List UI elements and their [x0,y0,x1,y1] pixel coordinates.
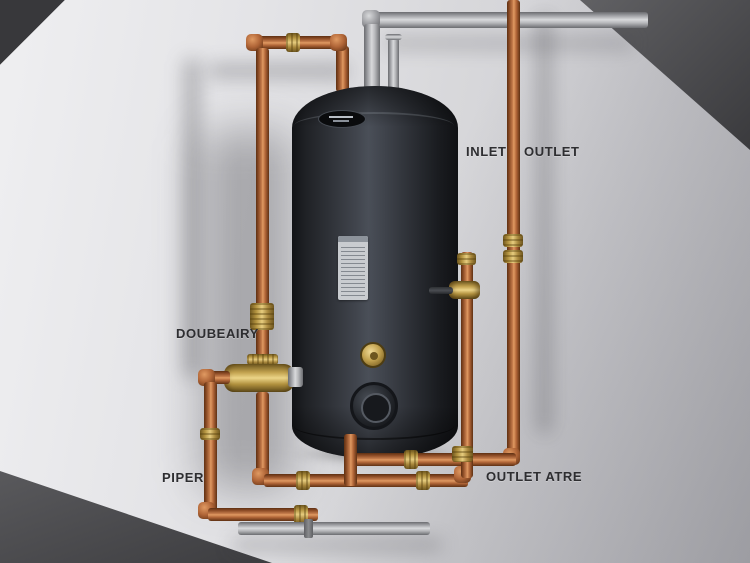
supply-riser-pipe [256,48,269,370]
spec-label-sticker [338,236,368,300]
pipe-shadow-top-run [208,64,348,78]
supply-pipe-elbow-top-right [330,34,347,51]
return-drop-pipe [204,382,217,514]
tee-packing-nut [247,354,278,365]
supply-pipe-elbow-top-left [246,34,263,51]
label-outlet: OUTLET [524,144,580,159]
tank-drain-pipe [344,434,357,486]
bottom-copper-run-center [264,474,468,487]
brass-coupling-inlet [457,253,476,265]
vent-pipe-elbow [362,10,380,28]
bottom-copper-run-right [352,453,516,466]
relief-valve-pipe [388,38,399,96]
inlet-valve-handle [429,287,453,294]
brass-coupling-top-run [286,33,300,52]
label-piper: PIPER [162,470,205,485]
anode-brass-cap [360,342,386,368]
vent-pipe-riser [364,24,380,96]
bottom-steel-pipe [238,522,430,535]
pipe-shadow-left-riser [184,58,200,378]
brass-union-fitting [250,303,274,330]
water-heater-tank [292,86,458,458]
inlet-shutoff-valve-body [449,281,480,299]
control-gauge [350,382,398,430]
brass-coupling-return-pipe [200,428,220,440]
pipe-bracket [304,519,313,538]
vent-pipe-top-horizontal [364,12,648,28]
brass-coupling-outlet-2 [503,250,523,263]
elbow-left-mid [198,369,215,386]
relief-valve-flange [385,34,402,40]
bottom-copper-run-left [208,508,318,521]
pipe-shadow-bottom [232,540,442,550]
tee-drop-pipe [256,392,269,484]
brass-tee-fitting-right [452,446,473,462]
brass-coupling-right-run [404,450,418,469]
tank-drain-connector-knob [288,367,303,387]
tank-bottom-seam [294,412,454,440]
label-doubeairy: DOUBEAIRY [176,326,259,341]
label-outlet-atre: OUTLET ATRE [486,469,583,484]
brass-coupling-center-run-1 [296,471,310,490]
brand-badge [318,110,366,128]
inlet-riser-pipe [461,252,473,478]
brass-coupling-center-run-2 [416,471,430,490]
copper-stub-to-tank-top [336,46,349,92]
label-inlet: INLET [466,144,507,159]
tank-top-seam [294,112,454,140]
brass-tee-valve-body [224,364,294,392]
outlet-riser-pipe [507,0,520,458]
brass-coupling-outlet-1 [503,234,523,247]
pipe-shadow-right-riser [536,14,552,434]
